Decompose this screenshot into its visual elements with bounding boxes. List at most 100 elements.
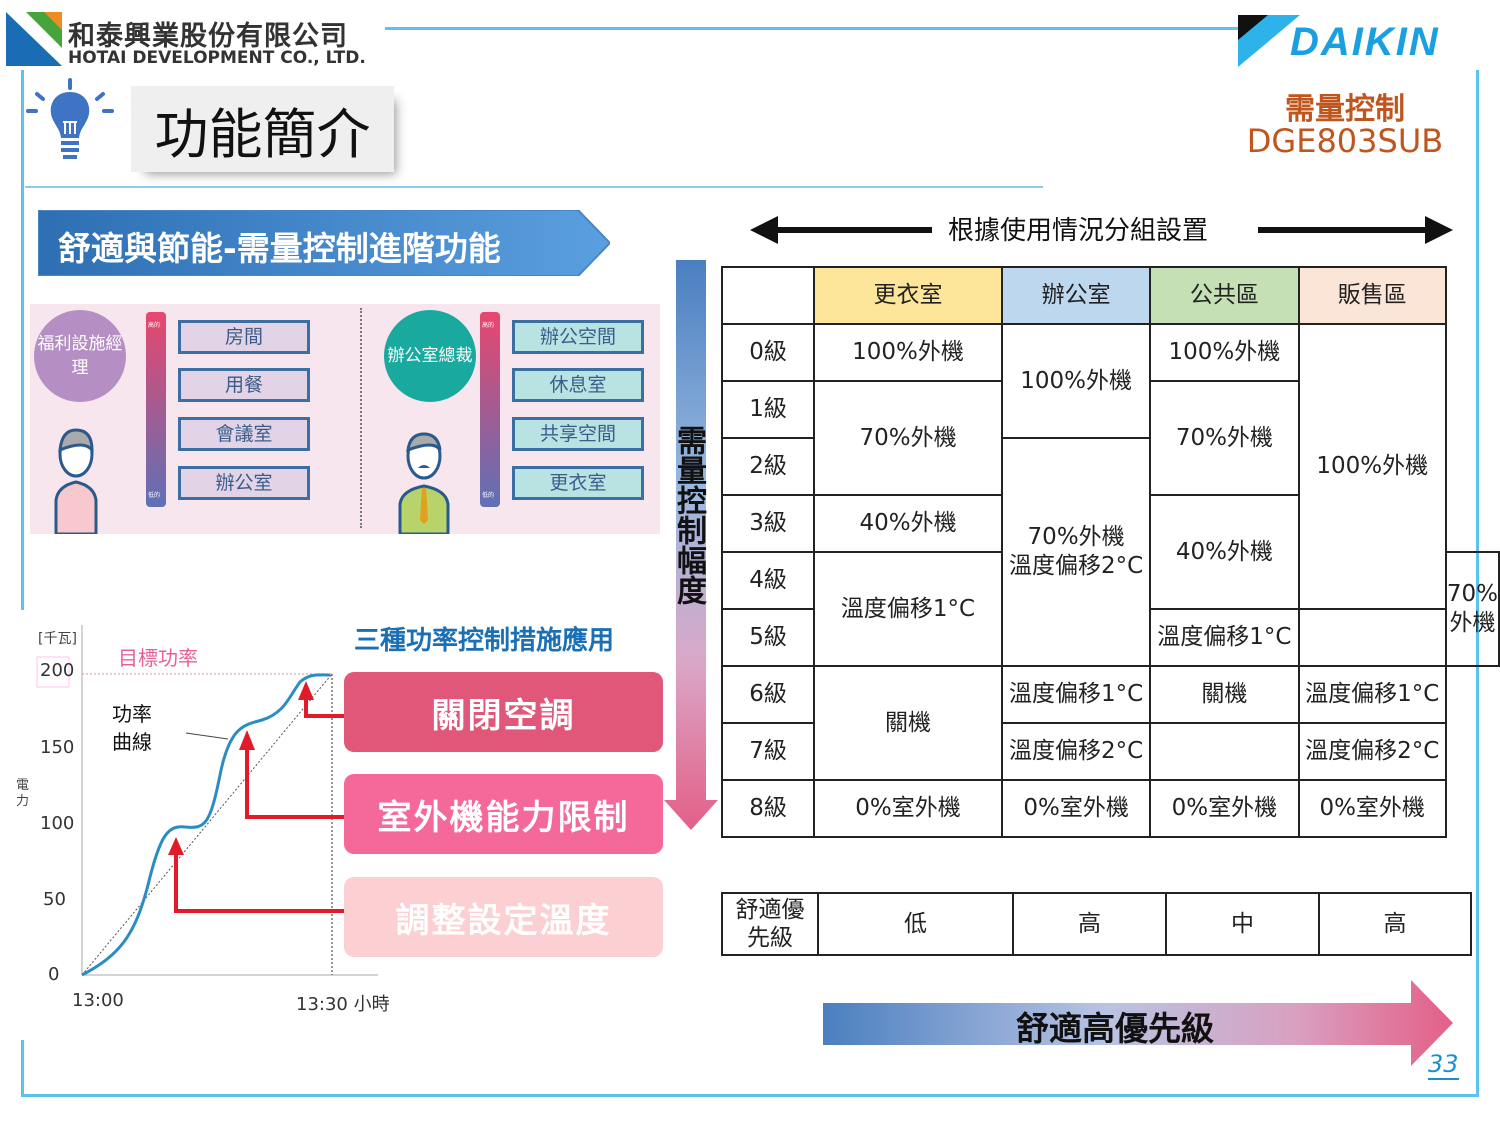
- x-tick: 13:30 小時: [296, 994, 390, 1015]
- table-cell: 關機: [813, 665, 1003, 781]
- low-label: 低的: [482, 492, 495, 499]
- table-cell: 100%外機: [1297, 323, 1447, 610]
- priority-item: 辦公空間: [512, 320, 644, 354]
- horizontal-gradient-arrow: [823, 980, 1453, 1066]
- woman-figure-icon: [54, 428, 98, 534]
- high-label: 高的: [148, 322, 161, 329]
- y-tick: 100: [40, 813, 75, 834]
- frame-bottom-line: [21, 1094, 1479, 1097]
- role-label: 辦公室總裁: [387, 346, 473, 366]
- y-tick: 150: [40, 737, 75, 758]
- power-curve-chart: [36, 625, 378, 977]
- column-header: 更衣室: [813, 266, 1003, 325]
- bottom-arrow-label: 舒適高優先級: [1016, 1009, 1214, 1048]
- table-cell: 溫度偏移1°C: [813, 551, 1003, 667]
- table-cell: 溫度偏移2°C: [1000, 722, 1152, 781]
- daikin-logo-icon: [1238, 15, 1300, 67]
- divider-dotted: [360, 308, 362, 528]
- table-cell: 0%室外機: [1000, 779, 1152, 838]
- level-label: 4級: [720, 551, 816, 610]
- level-label: 0級: [720, 323, 816, 382]
- role-circle-left: 福利設施經理: [34, 310, 126, 402]
- measure-adjust-temperature: 調整設定溫度: [344, 877, 663, 957]
- table-cell: [1149, 722, 1300, 781]
- curve-pointer-arrow: [185, 732, 229, 740]
- table-row: 舒適優先級 低 高 中 高: [721, 892, 1472, 956]
- frame-left-line-bottom: [21, 1040, 24, 1097]
- priority-item: 休息室: [512, 368, 644, 402]
- level-label: 6級: [720, 665, 816, 724]
- section-banner: 舒適與節能-需量控制進階功能: [38, 210, 610, 276]
- column-header: 公共區: [1149, 266, 1300, 325]
- lightbulb-icon: [26, 78, 114, 159]
- priority-value: 中: [1165, 892, 1320, 956]
- column-header: 販售區: [1297, 266, 1447, 325]
- man-figure-icon: [398, 432, 450, 534]
- linear-reference-line: [81, 673, 333, 976]
- priority-value: 高: [1318, 892, 1472, 956]
- table-cell: 100%外機: [1000, 323, 1152, 439]
- y-tick: 0: [48, 964, 60, 985]
- table-row: 7級 溫度偏移2°C 溫度偏移2°C: [720, 722, 1499, 781]
- double-arrow-icon: [750, 216, 1453, 244]
- table-header-row: 更衣室辦公室公共區販售區: [720, 266, 1499, 325]
- frame-top-line: [385, 27, 1240, 30]
- priority-gradient-bar: 高的低的: [146, 312, 166, 507]
- priority-item: 更衣室: [512, 466, 644, 500]
- table-cell: 40%外機: [813, 494, 1003, 553]
- chart-target-label: 目標功率: [118, 646, 198, 670]
- y-tick: 50: [43, 889, 66, 910]
- vertical-gradient-arrow: [664, 260, 718, 830]
- table-cell: 0%室外機: [1297, 779, 1447, 838]
- priority-value: 低: [817, 892, 1014, 956]
- table-cell: 70%外機: [1444, 551, 1500, 667]
- table-cell: 100%外機: [813, 323, 1003, 382]
- role-label: 福利設施經理: [37, 334, 123, 378]
- hotai-logo-icon: [6, 12, 62, 66]
- page-number: 33: [1428, 1050, 1459, 1080]
- product-model: DGE803SUB: [1246, 122, 1444, 160]
- vertical-arrow-label: 需量控制幅度: [671, 425, 706, 605]
- table-cell: 0%室外機: [813, 779, 1003, 838]
- table-cell: 70%外機 溫度偏移2°C: [1000, 437, 1152, 667]
- table-row: 2級 70%外機 溫度偏移2°C: [720, 437, 1499, 667]
- title-underline: [25, 186, 1043, 188]
- frame-left-line: [21, 70, 24, 610]
- level-label: 1級: [720, 380, 816, 439]
- chart-unit: [千瓦]: [38, 631, 77, 647]
- table-cell: 溫度偏移1°C: [1000, 665, 1152, 724]
- level-label: 7級: [720, 722, 816, 781]
- page-title: 功能簡介: [131, 86, 394, 172]
- chart-curve-label: 功率曲線: [112, 702, 152, 754]
- product-name: 需量控制: [1285, 92, 1405, 127]
- priority-item: 用餐: [178, 368, 310, 402]
- table-cell: 0%室外機: [1149, 779, 1300, 838]
- measures-title: 三種功率控制措施應用: [354, 626, 615, 656]
- table-cell: 70%外機: [813, 380, 1003, 496]
- level-label: 2級: [720, 437, 816, 496]
- table-cell: 溫度偏移2°C: [1297, 722, 1447, 781]
- high-label: 高的: [482, 322, 495, 329]
- table-cell: 70%外機: [1149, 380, 1300, 496]
- low-label: 低的: [148, 492, 161, 499]
- priority-gradient-bar: 高的低的: [480, 312, 500, 507]
- table-cell: 40%外機: [1149, 494, 1300, 610]
- y-tick: 200: [40, 660, 75, 681]
- column-header: 辦公室: [1000, 266, 1152, 325]
- brand-logo-text: DAIKIN: [1290, 20, 1440, 64]
- measure-turn-off-ac: 關閉空調: [344, 672, 663, 752]
- x-tick: 13:00: [72, 990, 124, 1011]
- chart-ylabel: 電力: [16, 778, 30, 809]
- measure-outdoor-capacity-limit: 室外機能力限制: [344, 774, 663, 854]
- level-label: 3級: [720, 494, 816, 553]
- table-row: 5級溫度偏移1°C: [720, 608, 1499, 667]
- company-name-en: HOTAI DEVELOPMENT CO., LTD.: [68, 48, 366, 68]
- role-circle-right: 辦公室總裁: [384, 310, 476, 402]
- priority-illustration: 福利設施經理 高的低的 房間 用餐 會議室 辦公室 辦公室總裁 高的低的 辦公空…: [30, 304, 660, 534]
- priority-label: 舒適優先級: [721, 892, 819, 956]
- table-cell: 溫度偏移1°C: [1149, 608, 1300, 667]
